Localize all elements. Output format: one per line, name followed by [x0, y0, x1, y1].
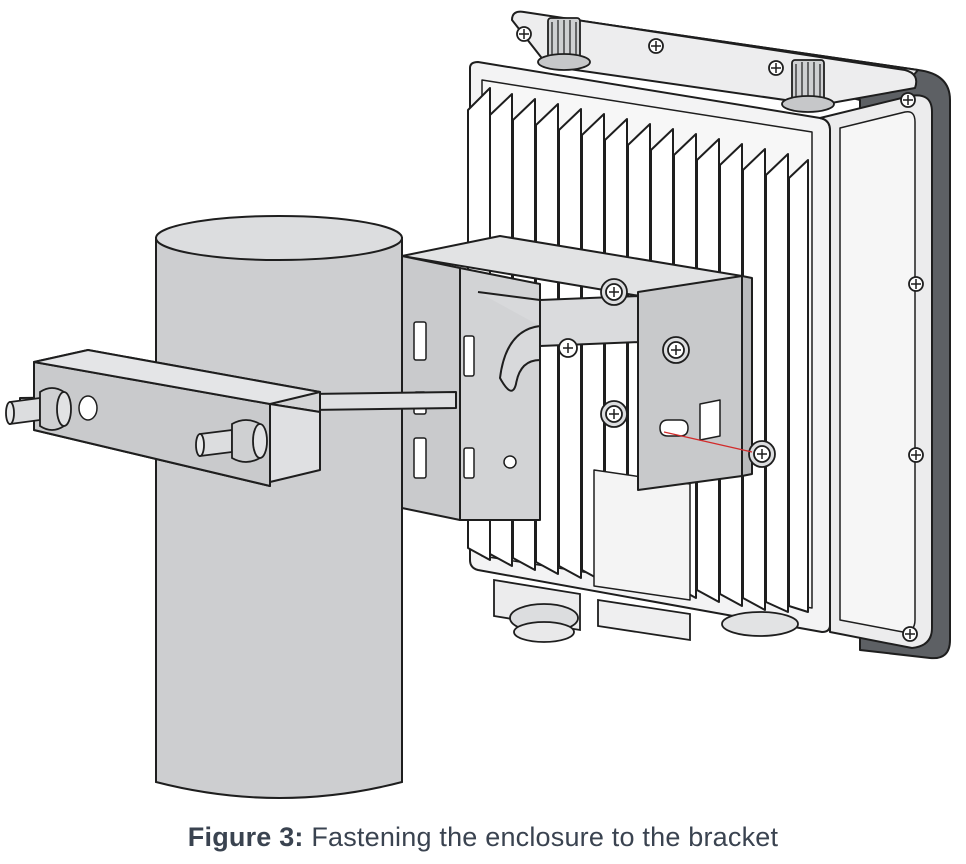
figure-caption-text: Fastening the enclosure to the bracket: [311, 822, 779, 852]
bracket-screws: [558, 278, 776, 468]
pole-bracket: [401, 235, 753, 521]
clamp-nuts: [5, 387, 268, 463]
alignment-line: [663, 431, 753, 453]
enclosure-screws: [516, 26, 924, 642]
antenna-connectors: [537, 17, 835, 113]
cable-glands: [493, 578, 799, 643]
figure-caption: Figure 3: Fastening the enclosure to the…: [0, 822, 966, 853]
figure-label: Figure 3:: [187, 822, 304, 852]
mounting-pole: [155, 215, 403, 799]
enclosure-bracket-illustration: [5, 10, 951, 799]
